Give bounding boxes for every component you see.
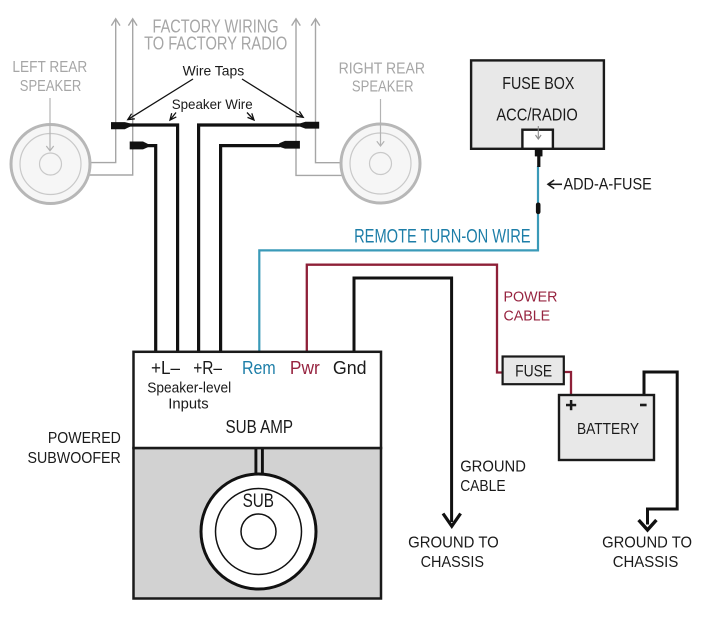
svg-text:CHASSIS: CHASSIS xyxy=(421,554,484,571)
svg-text:GROUND TO: GROUND TO xyxy=(602,535,692,552)
svg-text:SUBWOOFER: SUBWOOFER xyxy=(28,450,121,467)
svg-text:GROUND TO: GROUND TO xyxy=(408,534,499,551)
svg-text:GROUND: GROUND xyxy=(460,459,526,476)
svg-text:FUSE BOX: FUSE BOX xyxy=(502,73,574,93)
svg-text:+L–: +L– xyxy=(151,357,181,378)
svg-text:REMOTE TURN-ON WIRE: REMOTE TURN-ON WIRE xyxy=(354,226,530,247)
svg-text:ADD-A-FUSE: ADD-A-FUSE xyxy=(564,176,652,194)
svg-text:BATTERY: BATTERY xyxy=(577,421,639,438)
svg-text:+R–: +R– xyxy=(193,357,222,378)
svg-text:Rem: Rem xyxy=(242,357,276,378)
svg-text:CHASSIS: CHASSIS xyxy=(613,554,679,571)
svg-text:CABLE: CABLE xyxy=(460,478,505,495)
svg-text:Speaker-level: Speaker-level xyxy=(147,380,231,396)
svg-text:Inputs: Inputs xyxy=(168,397,208,413)
svg-text:POWERED: POWERED xyxy=(48,430,121,447)
svg-text:TO FACTORY RADIO: TO FACTORY RADIO xyxy=(144,34,287,54)
svg-text:Gnd: Gnd xyxy=(333,357,367,378)
svg-text:SPEAKER: SPEAKER xyxy=(352,78,414,95)
svg-text:CABLE: CABLE xyxy=(504,308,551,324)
svg-text:POWER: POWER xyxy=(504,289,558,305)
svg-text:RIGHT REAR: RIGHT REAR xyxy=(339,61,425,78)
svg-text:SUB AMP: SUB AMP xyxy=(226,416,294,437)
svg-text:SPEAKER: SPEAKER xyxy=(20,78,81,95)
svg-text:Pwr: Pwr xyxy=(290,357,320,378)
svg-text:Wire Taps: Wire Taps xyxy=(183,63,245,79)
svg-text:LEFT REAR: LEFT REAR xyxy=(12,59,87,76)
svg-text:FUSE: FUSE xyxy=(515,362,552,381)
svg-text:SUB: SUB xyxy=(243,490,274,512)
svg-text:Speaker Wire: Speaker Wire xyxy=(172,96,253,112)
svg-text:ACC/RADIO: ACC/RADIO xyxy=(496,105,577,125)
svg-text:FACTORY WIRING: FACTORY WIRING xyxy=(153,16,279,36)
